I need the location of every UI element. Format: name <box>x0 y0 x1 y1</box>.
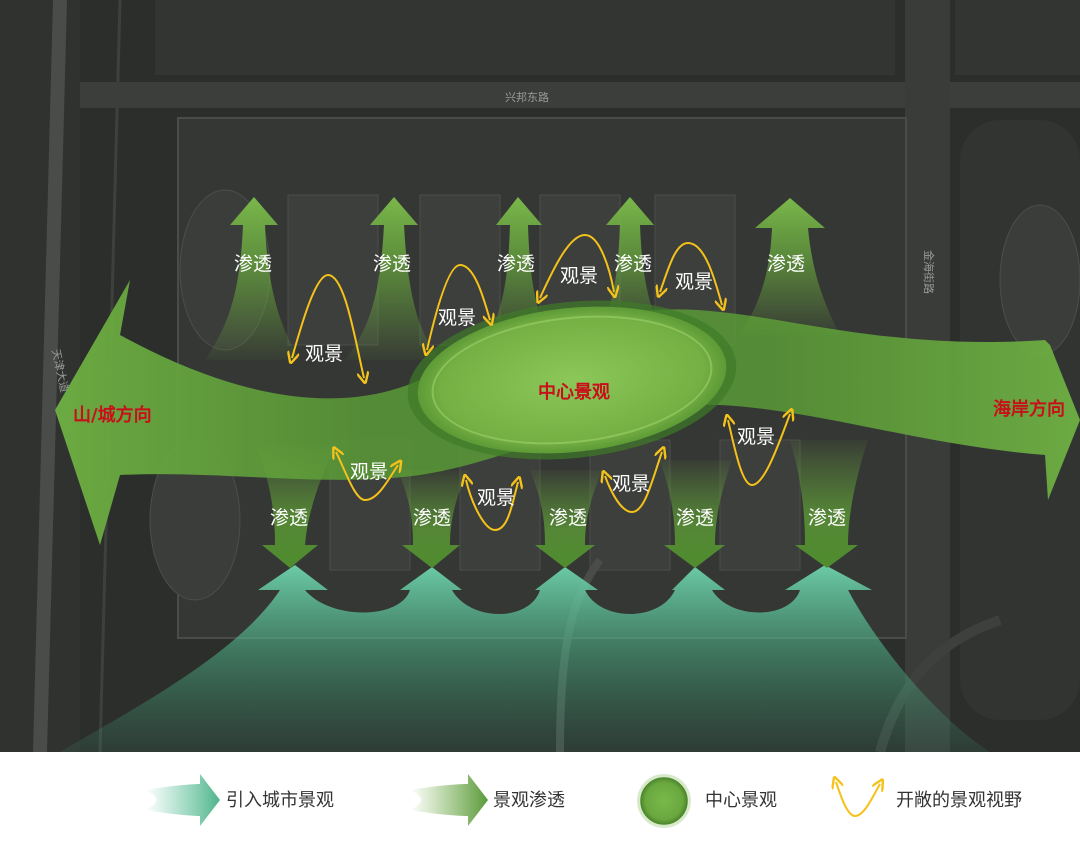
permeation-label: 渗透 <box>767 253 805 275</box>
legend-label-landscape-permeation: 景观渗透 <box>493 790 565 811</box>
street-label-north: 兴邦东路 <box>505 91 549 104</box>
view-label: 观景 <box>560 265 598 287</box>
view-label: 观景 <box>675 271 713 293</box>
teal-arrow-icon <box>145 774 220 826</box>
view-label: 观景 <box>612 473 650 495</box>
center-landscape-label: 中心景观 <box>538 381 610 403</box>
coast-direction-label: 海岸方向 <box>993 398 1065 420</box>
permeation-label: 渗透 <box>270 507 308 529</box>
permeation-arrows-south <box>255 440 868 568</box>
view-label: 观景 <box>737 426 775 448</box>
green-ellipse-icon <box>637 774 691 828</box>
city-landscape-intake <box>60 565 990 752</box>
legend-label-center-landscape: 中心景观 <box>705 790 777 811</box>
view-label: 观景 <box>350 461 388 483</box>
mountain-city-direction-label: 山/城方向 <box>73 404 152 426</box>
legend-label-city-landscape: 引入城市景观 <box>226 790 334 811</box>
legend-label-open-views: 开敞的景观视野 <box>896 790 1022 811</box>
view-label: 观景 <box>438 307 476 329</box>
permeation-label: 渗透 <box>676 507 714 529</box>
view-arcs <box>292 233 790 532</box>
green-arrow-icon <box>410 774 488 826</box>
permeation-label: 渗透 <box>808 507 846 529</box>
view-labels: 观景 观景 观景 观景 观景 观景 观景 观景 <box>305 265 775 509</box>
street-label-east: 金海街路 <box>922 250 936 294</box>
yellow-view-arrow-icon <box>836 782 880 818</box>
permeation-label: 渗透 <box>413 507 451 529</box>
legend: 引入城市景观 景观渗透 中心景观 开敞的景观视野 <box>0 752 1080 847</box>
permeation-label: 渗透 <box>549 507 587 529</box>
permeation-labels: 渗透 渗透 渗透 渗透 渗透 渗透 渗透 渗透 渗透 渗透 <box>234 253 846 529</box>
view-label: 观景 <box>305 343 343 365</box>
permeation-label: 渗透 <box>497 253 535 275</box>
view-label: 观景 <box>477 487 515 509</box>
permeation-label: 渗透 <box>614 253 652 275</box>
permeation-label: 渗透 <box>234 253 272 275</box>
permeation-label: 渗透 <box>373 253 411 275</box>
map-background <box>0 0 1080 754</box>
